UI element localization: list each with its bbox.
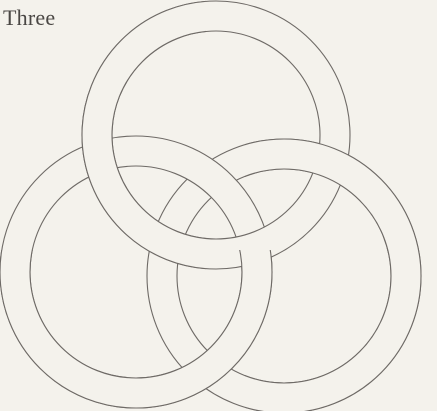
- page: Three: [0, 0, 437, 411]
- borromean-rings-figure: [0, 0, 437, 411]
